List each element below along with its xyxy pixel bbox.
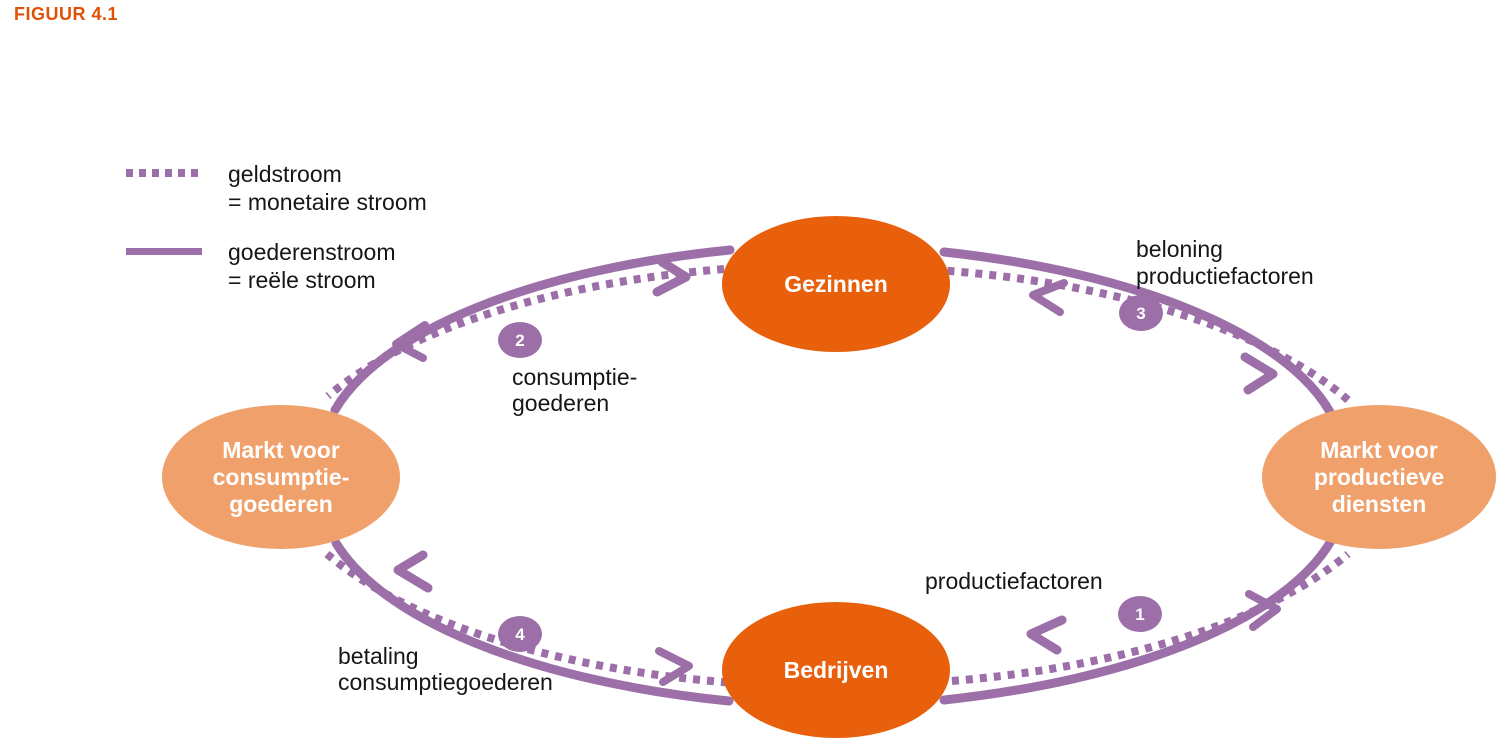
node-gezinnen-shape [722, 216, 950, 352]
flow-badge-4-number: 4 [515, 625, 525, 644]
node-markt-consumptiegoederen-shape [162, 405, 400, 549]
money-flow-arcs [324, 264, 1351, 687]
legend-item-goederenstroom: goederenstroom = reële stroom [126, 238, 546, 294]
arc-4-real [331, 538, 734, 706]
edge-label-productiefactoren: productiefactoren [925, 568, 1103, 594]
legend-item-label: goederenstroom = reële stroom [228, 238, 396, 294]
flow-badge-3[interactable]: 3 [1119, 295, 1163, 331]
arrowhead-1-money [1245, 590, 1281, 631]
node-markt-productieve-diensten-shape [1262, 405, 1496, 549]
legend-item-geldstroom: geldstroom = monetaire stroom [126, 160, 546, 216]
node-gezinnen[interactable]: Gezinnen [722, 216, 950, 352]
arrowhead-4-real [393, 550, 433, 593]
flow-badge-3-number: 3 [1136, 304, 1145, 323]
flow-badge-1-number: 1 [1135, 605, 1144, 624]
arrowhead-3-real [1240, 352, 1278, 395]
edge-label-betaling-line2: consumptiegoederen [338, 669, 553, 695]
arc-2-real [330, 245, 735, 415]
edge-label-beloning-line2: productiefactoren [1136, 263, 1314, 289]
edge-label-consumptiegoederen-line1: consumptie- [512, 364, 637, 390]
node-markt-consumptiegoederen-label-line3: goederen [229, 491, 333, 517]
arrowhead-2-money [392, 321, 429, 362]
arrowhead-1-real [1026, 615, 1067, 655]
node-markt-productieve-diensten-label-line3: diensten [1332, 491, 1427, 517]
arrowhead-3-money [1029, 279, 1068, 316]
dotted-line-swatch-icon [126, 160, 202, 186]
flow-badge-2-shape [498, 322, 542, 358]
node-bedrijven-label: Bedrijven [784, 657, 889, 683]
arrowhead-2-real [652, 257, 691, 297]
node-markt-consumptiegoederen[interactable]: Markt voor consumptie- goederen [162, 405, 400, 549]
flow-badge-3-shape [1119, 295, 1163, 331]
arc-1-money [937, 550, 1351, 686]
arc-3-money [936, 266, 1351, 404]
node-markt-productieve-diensten[interactable]: Markt voor productieve diensten [1262, 405, 1496, 549]
arc-1-real [939, 536, 1336, 705]
legend-goederenstroom-line1: goederenstroom [228, 239, 396, 265]
flow-badge-1-shape [1118, 596, 1162, 632]
arc-2-money [325, 264, 739, 400]
flow-badge-1[interactable]: 1 [1118, 596, 1162, 632]
page-title: FIGUUR 4.1 [14, 4, 119, 24]
node-bedrijven[interactable]: Bedrijven [722, 602, 950, 738]
legend-geldstroom-line1: geldstroom [228, 161, 342, 187]
real-flow-arcs [330, 245, 1336, 706]
node-markt-consumptiegoederen-label-line2: consumptie- [213, 464, 350, 490]
flow-badge-4-shape [498, 616, 542, 652]
edge-label-consumptiegoederen-line2: goederen [512, 390, 609, 416]
money-flow-arrowheads [392, 279, 1281, 686]
legend-geldstroom-line2: = monetaire stroom [228, 189, 427, 215]
edge-label-beloning-line1: beloning [1136, 236, 1223, 262]
flow-badge-4[interactable]: 4 [498, 616, 542, 652]
solid-line-swatch-icon [126, 238, 202, 264]
arrowhead-4-money [655, 647, 693, 686]
node-markt-consumptiegoederen-label-line1: Markt voor [222, 437, 340, 463]
flow-badge-2-number: 2 [515, 331, 524, 350]
legend-goederenstroom-line2: = reële stroom [228, 267, 376, 293]
node-markt-productieve-diensten-label-line1: Markt voor [1320, 437, 1438, 463]
legend-item-label: geldstroom = monetaire stroom [228, 160, 427, 216]
legend: geldstroom = monetaire stroom goederenst… [126, 160, 546, 316]
node-markt-productieve-diensten-label-line2: productieve [1314, 464, 1444, 490]
node-bedrijven-shape [722, 602, 950, 738]
node-gezinnen-label: Gezinnen [784, 271, 888, 297]
edge-label-betaling-line1: betaling [338, 643, 419, 669]
arc-3-real [939, 247, 1335, 417]
flow-badge-2[interactable]: 2 [498, 322, 542, 358]
arc-4-money [324, 550, 737, 687]
